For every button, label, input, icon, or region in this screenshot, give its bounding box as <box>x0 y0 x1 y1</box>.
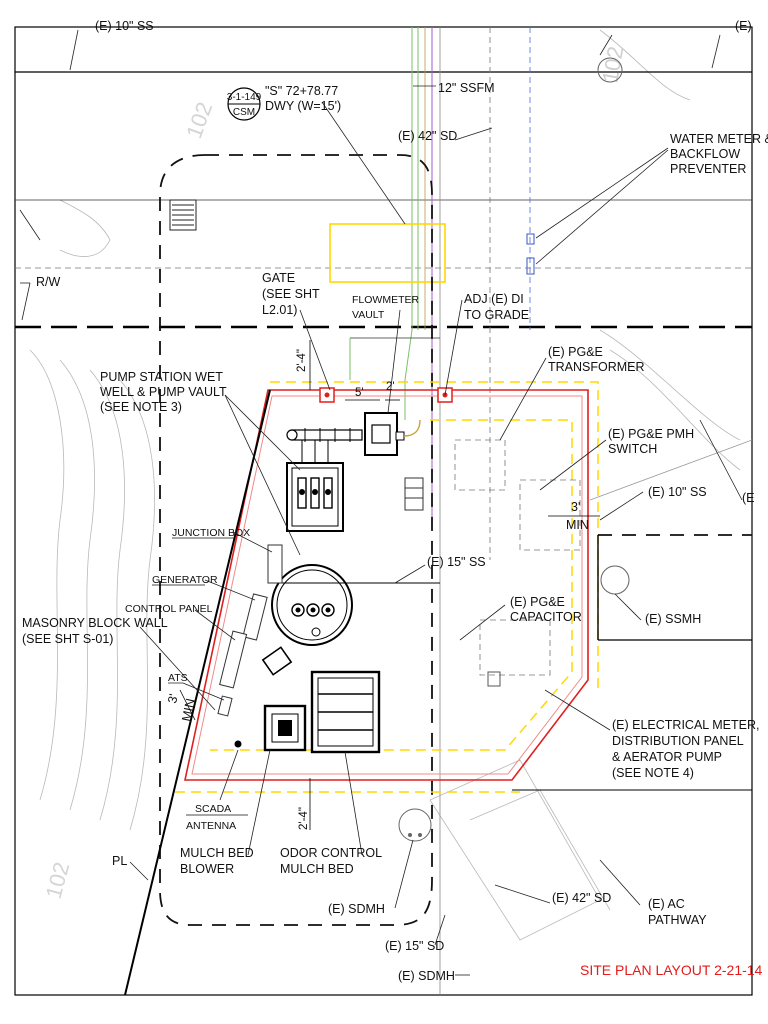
label-adj-di: TO GRADE <box>464 308 529 322</box>
label-flowmeter: FLOWMETER <box>352 294 419 306</box>
label-masonry: (SEE SHT S-01) <box>22 632 113 646</box>
plan-labels: (E) 10" SS (E) "S" 72+78.77 DWY (W=15') … <box>22 19 768 983</box>
label-ats: ATS <box>168 672 188 684</box>
label-water-meter: PREVENTER <box>670 162 746 176</box>
detail-callout: 3-1-149 CSM <box>227 87 262 121</box>
label-water-meter: WATER METER & <box>670 132 768 146</box>
label-electrical-meter: (E) ELECTRICAL METER, <box>612 718 759 732</box>
label-pump-station: WELL & PUMP VAULT <box>100 385 227 399</box>
label-scada: SCADA <box>195 803 231 815</box>
dim-2ft4-bottom: 2'-4" <box>298 807 310 830</box>
grate-icon <box>169 199 197 231</box>
label-driveway: DWY (W=15') <box>265 99 341 113</box>
backflow-box <box>526 257 535 275</box>
label-pge-pmh: (E) PG&E PMH <box>608 427 694 441</box>
sheet-border <box>14 26 753 996</box>
street-lines <box>15 27 752 995</box>
odor-control-mulch-bed <box>310 670 381 754</box>
dim-3ft-min-right: 3' <box>571 500 580 514</box>
contour-label: 102 <box>41 859 75 901</box>
flowmeter-vault <box>364 412 398 456</box>
dim-2ft: 2' <box>386 381 395 393</box>
driveway-pad <box>329 223 446 283</box>
dimension-labels: 2'-4" 5' 2' 3' MIN 3' MIN 2'-4" <box>165 349 589 830</box>
label-pge-transformer: (E) PG&E <box>548 345 603 359</box>
label-gate: GATE <box>262 271 295 285</box>
label-rw: R/W <box>36 275 61 289</box>
label-electrical-meter: & AERATOR PUMP <box>612 750 722 764</box>
label-ssmh: (E) SSMH <box>645 612 701 626</box>
label-pge-capacitor: (E) PG&E <box>510 595 565 609</box>
label-mulch-blower: MULCH BED <box>180 846 254 860</box>
label-electrical-meter: (SEE NOTE 4) <box>612 766 694 780</box>
dim-3ft-min-right: MIN <box>566 518 589 532</box>
label-mulch-blower: BLOWER <box>180 862 234 876</box>
label-ssfm: 12" SSFM <box>438 81 495 95</box>
label-pl: PL <box>112 854 127 868</box>
dim-3ft-min-left: 3' <box>165 693 181 705</box>
wet-well <box>271 564 440 646</box>
label-water-meter: BACKFLOW <box>670 147 740 161</box>
detail-number: 3-1-149 <box>227 92 262 103</box>
ssmh-manhole <box>600 565 630 595</box>
label-ac-pathway: PATHWAY <box>648 913 707 927</box>
label-flowmeter: VAULT <box>352 309 385 321</box>
masonry-block-wall <box>124 389 589 996</box>
label-sd-42-bottom: (E) 42" SD <box>552 891 611 905</box>
label-ss-15-mid: (E) 15" SS <box>427 555 486 569</box>
label-top-left-ss: (E) 10" SS <box>95 19 154 33</box>
utility-lines <box>349 27 440 520</box>
label-sd-15: (E) 15" SD <box>385 939 444 953</box>
pump-vault <box>286 440 344 532</box>
label-top-right-e: (E) <box>735 19 752 33</box>
label-gate: L2.01) <box>262 303 297 317</box>
background-contours: 102 102 102 <box>29 29 741 941</box>
label-station: "S" 72+78.77 <box>265 84 338 98</box>
label-pump-station: (SEE NOTE 3) <box>100 400 182 414</box>
label-scada: ANTENNA <box>186 820 236 832</box>
top-manhole <box>597 57 623 83</box>
label-ss-10-right: (E) 10" SS <box>648 485 707 499</box>
detail-sheet: CSM <box>233 107 255 118</box>
project-boundary <box>159 154 433 926</box>
leader-lines <box>19 29 743 976</box>
label-pge-capacitor: CAPACITOR <box>510 610 582 624</box>
label-sdmh-1: (E) SDMH <box>328 902 385 916</box>
water-meter-box <box>526 233 535 245</box>
label-ac-pathway: (E) AC <box>648 897 685 911</box>
label-generator: GENERATOR <box>152 574 218 586</box>
label-adj-di: ADJ (E) DI <box>464 292 524 306</box>
contour-label: 102 <box>181 99 217 142</box>
label-odor-control: MULCH BED <box>280 862 354 876</box>
dim-3ft-min-left: MIN <box>179 697 197 722</box>
label-pump-station: PUMP STATION WET <box>100 370 223 384</box>
label-electrical-meter: DISTRIBUTION PANEL <box>612 734 744 748</box>
existing-equipment <box>404 439 581 687</box>
label-sd-42-top: (E) 42" SD <box>398 129 457 143</box>
label-odor-control: ODOR CONTROL <box>280 846 382 860</box>
label-control-panel: CONTROL PANEL <box>125 603 213 615</box>
dimension-lines <box>179 340 600 830</box>
label-masonry: MASONRY BLOCK WALL <box>22 616 168 630</box>
label-edge-e: (E <box>742 491 755 505</box>
drawing-title: SITE PLAN LAYOUT 2-21-14 <box>580 962 763 978</box>
discharge-pipe <box>286 419 421 442</box>
scada-antenna <box>234 740 242 748</box>
label-pge-pmh: SWITCH <box>608 442 657 456</box>
electrical-equipment <box>217 544 293 717</box>
dim-5ft: 5' <box>355 387 364 399</box>
mulch-bed-blower <box>263 704 307 752</box>
label-gate: (SEE SHT <box>262 287 320 301</box>
sdmh-manhole <box>398 808 432 842</box>
label-sdmh-2: (E) SDMH <box>398 969 455 983</box>
right-street-lines <box>512 439 753 791</box>
dim-2ft4-top: 2'-4" <box>296 349 308 372</box>
label-junction-box: JUNCTION BOX <box>172 527 250 539</box>
label-pge-transformer: TRANSFORMER <box>548 360 645 374</box>
